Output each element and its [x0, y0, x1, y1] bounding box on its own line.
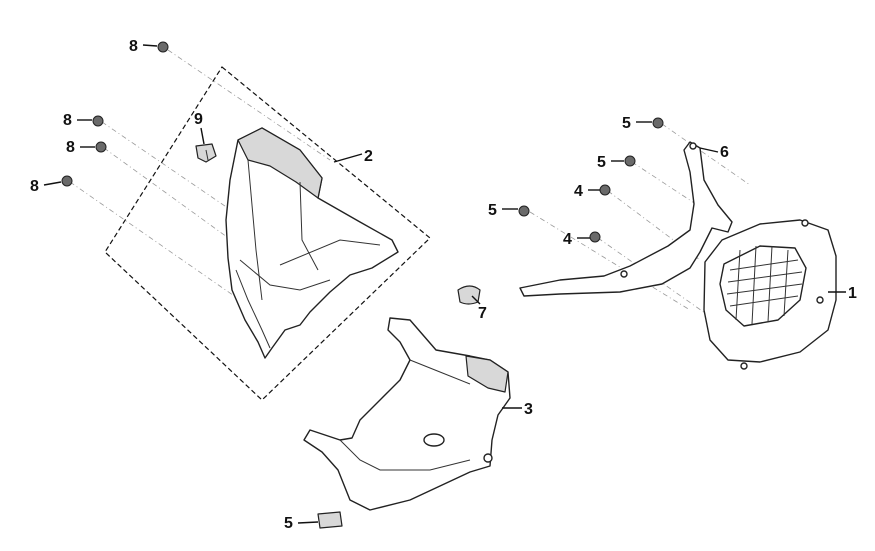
callout-2: 2	[364, 148, 373, 165]
callout-labels: 1 2 3 4 4 5 5 5 5 6 7 8 8 8 8 9	[30, 38, 857, 532]
upper-cover-part	[225, 127, 399, 359]
callout-6: 6	[720, 144, 729, 161]
callout-5-left: 5	[488, 202, 497, 219]
clip-part	[195, 143, 217, 163]
callout-3: 3	[524, 401, 533, 418]
lower-cover-part	[303, 317, 511, 511]
callout-8-top: 8	[129, 38, 138, 55]
callout-1: 1	[848, 285, 857, 302]
bolt-parts-4-5	[317, 117, 664, 529]
callout-9: 9	[194, 111, 203, 128]
callout-5-top: 5	[622, 115, 631, 132]
callout-4-lower: 4	[563, 231, 572, 248]
callout-8-bottom: 8	[30, 178, 39, 195]
callout-8-third: 8	[66, 139, 75, 156]
assembly-group-box	[104, 66, 431, 401]
screw-part-8	[61, 41, 169, 187]
callout-4-upper: 4	[574, 183, 583, 200]
arm-bracket-part	[519, 141, 733, 297]
fan-shroud-part	[703, 219, 837, 370]
callout-8-second: 8	[63, 112, 72, 129]
callout-5-bottom: 5	[284, 515, 293, 532]
callout-5-mid: 5	[597, 154, 606, 171]
leader-lines	[43, 44, 846, 524]
callout-7: 7	[478, 305, 487, 322]
